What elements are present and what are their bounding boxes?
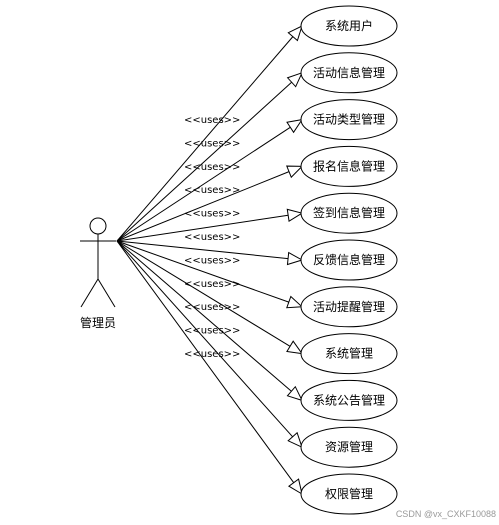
arrowhead (287, 25, 303, 42)
uses-label: <<uses>> (184, 349, 240, 360)
use-case: 活动信息管理 (300, 52, 398, 94)
arrowhead (286, 295, 304, 309)
use-case-label: 系统公告管理 (313, 392, 385, 407)
association-line (116, 240, 295, 483)
association-line (116, 214, 289, 242)
use-case-label: 反馈信息管理 (313, 252, 385, 267)
arrowhead (286, 340, 304, 355)
association-line (116, 171, 290, 242)
use-case-label: 权限管理 (325, 486, 373, 501)
use-case-ellipse (300, 333, 398, 375)
use-case-label: 报名信息管理 (313, 158, 385, 173)
use-case-label: 系统用户 (325, 18, 373, 33)
use-case: 权限管理 (300, 473, 398, 515)
arrowhead (286, 165, 304, 179)
use-case-label: 资源管理 (325, 439, 373, 454)
arrowhead (286, 251, 304, 266)
use-case: 签到信息管理 (300, 192, 398, 234)
use-case-label: 活动信息管理 (313, 65, 385, 80)
use-case-ellipse (300, 239, 398, 281)
use-case-label: 签到信息管理 (313, 205, 385, 220)
use-case-ellipse (300, 426, 398, 468)
use-case-ellipse (300, 5, 398, 47)
use-cases: 系统用户活动信息管理活动类型管理报名信息管理签到信息管理反馈信息管理活动提醒管理… (300, 5, 398, 515)
uses-label: <<uses>> (184, 255, 240, 266)
use-case-ellipse (300, 52, 398, 94)
actor-head (89, 217, 107, 235)
uses-label: <<uses>> (184, 115, 240, 126)
use-case: 资源管理 (300, 426, 398, 468)
association-line (116, 36, 294, 242)
uses-label: <<uses>> (184, 326, 240, 337)
use-case-label: 系统管理 (325, 346, 373, 361)
use-case-label: 活动提醒管理 (313, 299, 385, 314)
arrowhead (286, 385, 303, 402)
arrowhead (286, 208, 304, 223)
actor: 管理员 (80, 217, 116, 330)
use-case-label: 活动类型管理 (313, 112, 385, 127)
arrowhead (286, 118, 304, 134)
use-case-ellipse (300, 192, 398, 234)
use-case: 活动提醒管理 (300, 286, 398, 328)
uses-label: <<uses>> (184, 232, 240, 243)
use-case: 报名信息管理 (300, 145, 398, 187)
use-case: 反馈信息管理 (300, 239, 398, 281)
use-case: 系统用户 (300, 5, 398, 47)
actor-label: 管理员 (80, 315, 116, 330)
arrowhead (287, 478, 303, 496)
use-case-ellipse (300, 473, 398, 515)
association-line (116, 240, 294, 438)
actor-right-leg (97, 278, 116, 308)
association-edges (116, 25, 304, 496)
association-line (116, 240, 291, 347)
watermark: CSDN @vx_CXKF10088 (396, 509, 496, 519)
use-case-ellipse (300, 145, 398, 187)
arrowhead (286, 71, 303, 88)
use-case: 系统公告管理 (300, 379, 398, 421)
use-case-ellipse (300, 379, 398, 421)
association-line (116, 240, 289, 303)
actor-left-leg (80, 278, 99, 308)
arrowhead (287, 431, 303, 449)
uses-label: <<uses>> (184, 162, 240, 173)
use-case-ellipse (300, 99, 398, 141)
uses-label: <<uses>> (184, 138, 240, 149)
uses-label: <<uses>> (184, 302, 240, 313)
association-line (116, 126, 291, 242)
association-line (116, 240, 289, 260)
uses-label: <<uses>> (184, 209, 240, 220)
association-line (116, 81, 292, 242)
uses-label: <<uses>> (184, 279, 240, 290)
uses-labels: <<uses>> <<uses>> <<uses>> <<uses>> <<uses>>… (184, 115, 240, 360)
use-case-ellipse (300, 286, 398, 328)
uses-label: <<uses>> (184, 185, 240, 196)
use-case: 活动类型管理 (300, 99, 398, 141)
association-line (116, 240, 292, 392)
use-case: 系统管理 (300, 333, 398, 375)
